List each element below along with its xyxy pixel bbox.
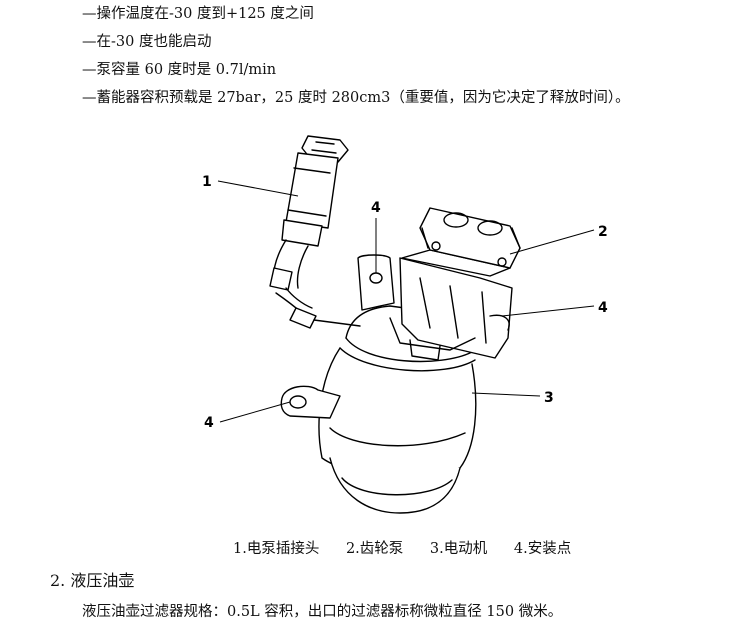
callout-3: 3 — [544, 390, 554, 406]
spec-line-accumulator: —蓄能器容积预载是 27bar，25 度时 280cm3（重要值，因为它决定了释… — [82, 90, 630, 106]
callout-4-right: 4 — [598, 300, 608, 316]
section-heading: 2. 液压油壶 — [50, 571, 135, 590]
callout-1: 1 — [202, 174, 212, 190]
callout-4-top: 4 — [371, 200, 381, 216]
spec-line-cold-start: —在-30 度也能启动 — [82, 34, 212, 50]
section-paragraph: 液压油壶过滤器规格：0.5L 容积，出口的过滤器标称微粒直径 150 微米。 — [82, 604, 563, 620]
mounting-point-left — [280, 385, 341, 419]
callout-4-left: 4 — [204, 415, 214, 431]
electric-motor — [318, 305, 488, 514]
electric-pump-diagram: 1 2 4 4 3 4 — [202, 135, 608, 514]
callout-2: 2 — [598, 224, 608, 240]
mounting-point-top — [357, 254, 395, 311]
caption-item-gear-pump: 2.齿轮泵 — [345, 541, 404, 557]
pump-connector — [269, 135, 361, 329]
figure-caption: 1.电泵插接头 2.齿轮泵 3.电动机 4.安装点 — [233, 537, 593, 558]
spec-line-operating-temp: —操作温度在-30 度到+125 度之间 — [82, 6, 314, 22]
spec-line-pump-capacity: —泵容量 60 度时是 0.7l/min — [82, 62, 277, 78]
gear-pump — [399, 207, 521, 359]
caption-item-motor: 3.电动机 — [429, 541, 488, 557]
caption-item-connector: 1.电泵插接头 — [233, 541, 320, 557]
caption-item-mounting: 4.安装点 — [513, 541, 572, 557]
